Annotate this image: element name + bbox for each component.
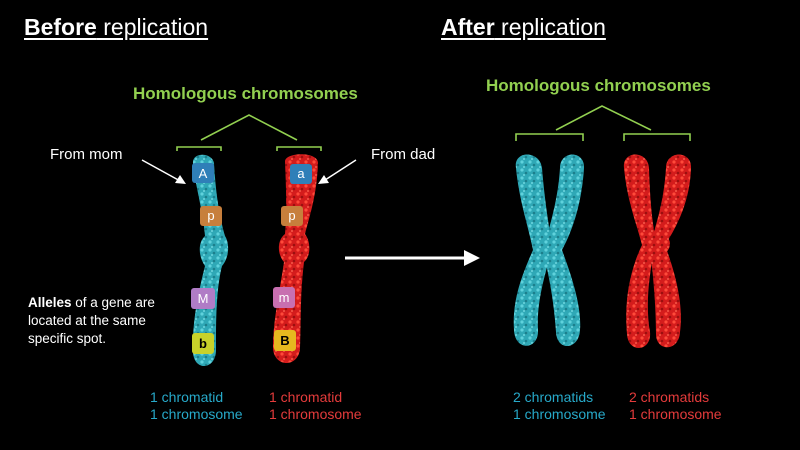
chromatid-left [623,154,656,349]
allele-box [273,287,295,308]
allele-letter: M [198,291,209,306]
homologous-chromosomes-label-before: Homologous chromosomes [133,84,358,103]
after-heading-rest: replication [494,14,606,40]
allele-box [200,206,222,226]
count-line-1: 2 chromatids [629,389,710,405]
allele-marker: p [281,206,303,226]
count-line-2: 1 chromosome [629,406,722,422]
arrow-from-dad [318,159,357,184]
allele-marker: a [290,164,312,184]
count-line-2: 1 chromosome [269,406,362,422]
count-line-1: 1 chromatid [150,389,224,405]
before-replication-heading: Before replication [24,14,208,41]
allele-box [281,206,303,226]
alleles-note-rest: of a gene are located at the same specif… [28,295,155,346]
before-heading-bold: Before [24,14,97,40]
alleles-note-bold: Alleles [28,295,72,310]
homologous-chromosomes-label-after: Homologous chromosomes [486,76,711,95]
centromere [642,232,670,256]
allele-letter: b [199,336,207,351]
allele-letter: A [199,166,208,181]
homolog-bracket-after [515,105,691,141]
allele-box [274,330,296,351]
count-line-2: 1 chromosome [513,406,606,422]
homolog-bracket-before [176,114,322,151]
count-dad-before: 1 chromatid 1 chromosome [269,389,362,423]
from-dad-label: From dad [371,146,436,163]
after-heading-bold: After [441,14,495,40]
allele-marker: B [274,330,296,351]
allele-letter: a [297,166,305,181]
allele-marker: A [192,163,214,183]
allele-letter: p [207,208,214,223]
replication-arrow [345,250,480,266]
count-line-1: 2 chromatids [513,389,594,405]
allele-box [191,288,215,309]
allele-box [192,333,214,354]
allele-marker: b [192,333,214,354]
centromere [534,238,562,262]
allele-letter: B [280,333,289,348]
chromatid-right [543,154,585,347]
allele-letter: p [288,208,295,223]
chromatid-right [650,154,692,348]
allele-marker: p [200,206,222,226]
count-mom-after: 2 chromatids 1 chromosome [513,389,606,423]
before-heading-rest: replication [96,14,209,40]
count-dad-after: 2 chromatids 1 chromosome [629,389,722,423]
count-line-1: 1 chromatid [269,389,343,405]
from-mom-label: From mom [50,146,123,163]
chromatid-left [513,154,552,346]
alleles-note: Alleles of a gene are located at the sam… [28,294,188,348]
allele-marker: m [273,287,295,308]
count-line-2: 1 chromosome [150,406,243,422]
allele-box [290,164,312,184]
replicated-mom-chromosome [513,154,585,347]
dad-chromosome [273,154,318,363]
allele-marker: M [191,288,215,309]
replicated-dad-chromosome [623,154,692,349]
allele-letter: m [279,290,290,305]
count-mom-before: 1 chromatid 1 chromosome [150,389,243,423]
allele-box [192,163,214,183]
after-replication-heading: After replication [441,14,606,41]
arrow-from-mom [141,159,186,184]
